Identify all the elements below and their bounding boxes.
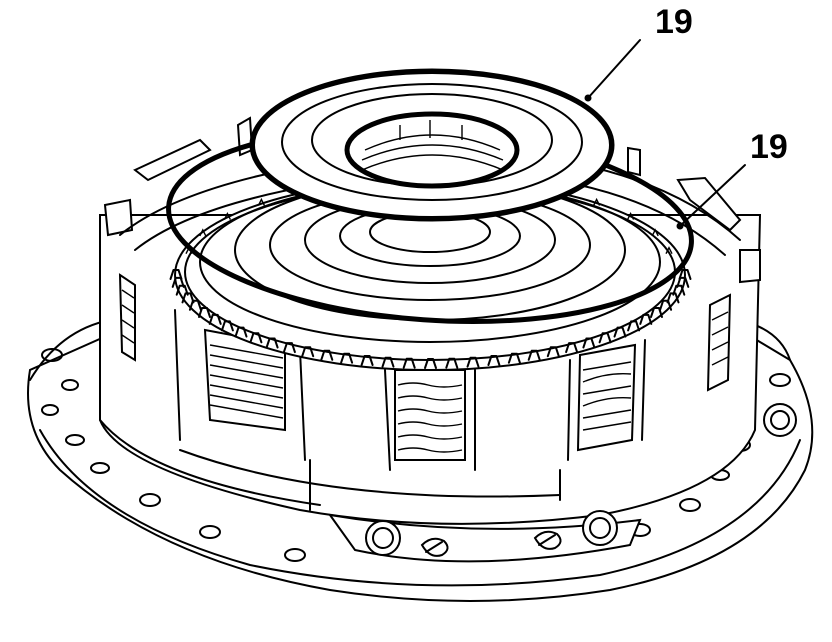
- hub-tooth: [175, 284, 189, 296]
- hub-tooth: [265, 337, 279, 349]
- callout-label: 19: [750, 128, 788, 166]
- side-cap-screw: [763, 403, 797, 437]
- hub-tooth: [678, 269, 692, 280]
- hub-tooth-back: [592, 197, 601, 206]
- hub-tooth: [527, 349, 541, 361]
- hub-tooth: [181, 292, 195, 304]
- hub-tooth: [650, 307, 663, 318]
- hub-tooth: [381, 356, 395, 368]
- friction-plates-left: [203, 328, 286, 432]
- hub-tooth: [672, 284, 686, 296]
- hub-tooth: [582, 337, 596, 349]
- hub-tooth: [360, 355, 374, 366]
- hub-tooth: [445, 357, 459, 369]
- housing-window-dividers: [174, 309, 646, 471]
- hub-tooth-back: [199, 228, 207, 237]
- hub-tooth: [598, 332, 612, 344]
- hub-tooth: [613, 326, 627, 338]
- hub-tooth: [169, 269, 183, 280]
- hub-tooth: [627, 320, 641, 332]
- hub-tooth-back: [665, 246, 673, 255]
- hub-tooth: [208, 313, 222, 325]
- hub-tooth: [188, 299, 202, 311]
- hub-tooth-back: [626, 212, 635, 220]
- access-plate: [327, 510, 642, 563]
- thrust-washer: [249, 68, 615, 222]
- hub-tooth: [320, 349, 334, 361]
- housing-rim-lugs: [103, 116, 761, 284]
- hub-tooth: [198, 307, 211, 318]
- hub-tooth: [507, 352, 521, 364]
- hub-tooth: [466, 356, 480, 368]
- hub-tooth: [402, 357, 416, 369]
- hub-tooth: [171, 276, 185, 288]
- friction-plates-far-left: [118, 273, 136, 362]
- hub-tooth: [249, 332, 263, 344]
- hub-tooth: [639, 313, 653, 325]
- callout-inner-snap-ring: 19: [676, 128, 788, 230]
- hub-tooth-back: [223, 212, 232, 220]
- hub-tooth: [565, 342, 579, 354]
- toothed-hub: [169, 174, 692, 371]
- hub-tooth: [340, 352, 354, 364]
- hub-tooth-back: [257, 197, 266, 206]
- hub-tooth: [659, 299, 673, 311]
- hub-tooth: [220, 320, 234, 332]
- hub-tooth: [234, 326, 248, 338]
- callout-label: 19: [655, 3, 693, 41]
- hub-tooth: [282, 342, 296, 354]
- friction-plates-center: [394, 369, 466, 461]
- hub-tooth: [487, 355, 501, 366]
- hub-tooth-back: [651, 228, 659, 237]
- hub-tooth: [424, 358, 437, 369]
- hub-tooth: [546, 346, 560, 358]
- callout-outer-snap-ring: 19: [584, 3, 693, 102]
- hub-tooth: [676, 276, 690, 288]
- friction-plates-right: [576, 343, 637, 452]
- friction-plates-far-right: [706, 293, 732, 392]
- hub-tooth: [301, 346, 315, 358]
